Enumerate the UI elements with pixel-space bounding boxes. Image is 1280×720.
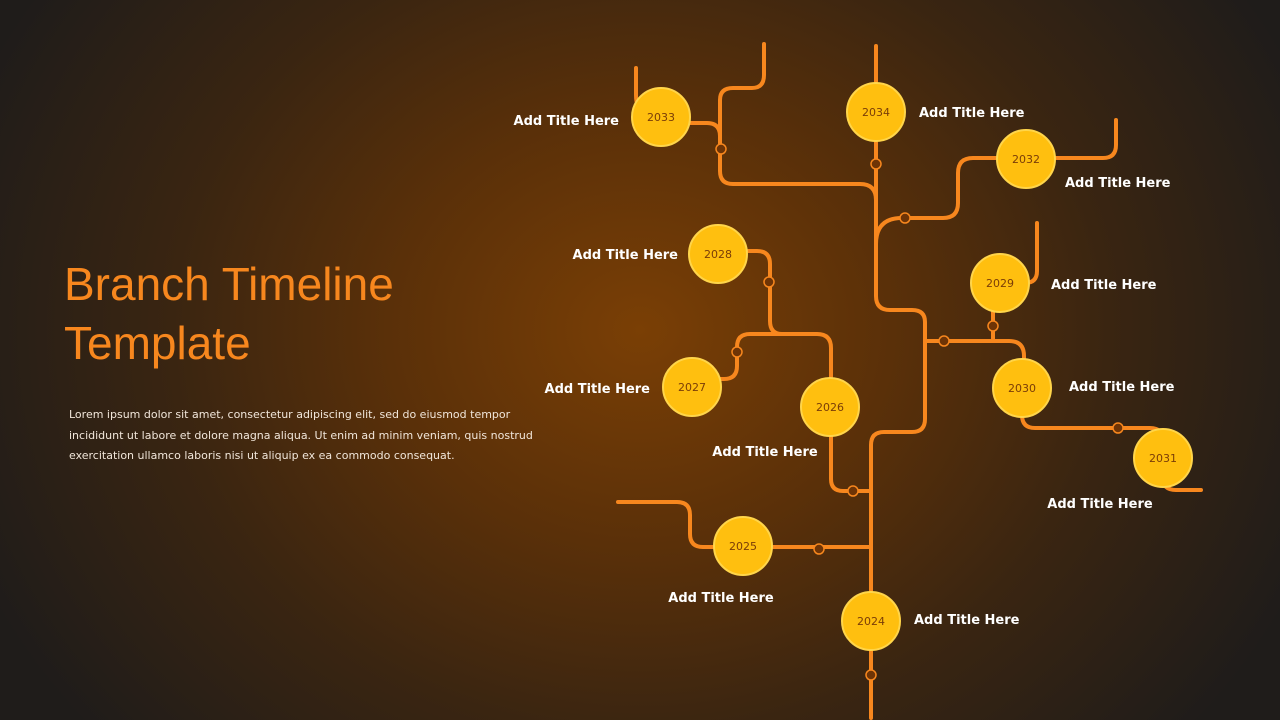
milestone-label: Add Title Here xyxy=(914,613,1020,628)
milestone-year: 2032 xyxy=(1012,153,1040,166)
milestone-label: Add Title Here xyxy=(1065,176,1171,191)
milestone-2030: 2030 Add Title Here xyxy=(992,358,1175,418)
milestone-year: 2025 xyxy=(729,540,757,553)
junction-dot xyxy=(813,543,825,555)
junction-dot xyxy=(987,320,999,332)
milestone-label: Add Title Here xyxy=(1051,278,1157,293)
slide-title: Branch Timeline Template xyxy=(64,258,394,369)
milestone-node xyxy=(631,87,691,147)
milestone-node xyxy=(713,516,773,576)
milestone-node xyxy=(841,591,901,651)
milestone-year: 2026 xyxy=(816,401,844,414)
milestone-label: Add Title Here xyxy=(1069,380,1175,395)
milestone-2027: 2027 Add Title Here xyxy=(545,357,722,417)
milestone-year: 2029 xyxy=(986,277,1014,290)
milestone-node xyxy=(970,253,1030,313)
milestone-node xyxy=(800,377,860,437)
milestone-year: 2024 xyxy=(857,615,885,628)
junction-dot xyxy=(715,143,727,155)
milestone-node xyxy=(846,82,906,142)
milestone-label: Add Title Here xyxy=(573,248,679,263)
milestone-2025: 2025 Add Title Here xyxy=(668,516,774,606)
milestone-year: 2030 xyxy=(1008,382,1036,395)
milestone-year: 2033 xyxy=(647,111,675,124)
milestone-label: Add Title Here xyxy=(514,114,620,129)
junction-dot xyxy=(1112,422,1124,434)
milestone-label: Add Title Here xyxy=(1047,497,1153,512)
milestone-year: 2031 xyxy=(1149,452,1177,465)
milestone-node xyxy=(992,358,1052,418)
milestone-node xyxy=(996,129,1056,189)
junction-dot xyxy=(870,158,882,170)
slide-description: Lorem ipsum dolor sit amet, consectetur … xyxy=(69,408,533,462)
junction-dot xyxy=(731,346,743,358)
milestone-label: Add Title Here xyxy=(919,106,1025,121)
milestone-year: 2027 xyxy=(678,381,706,394)
milestone-node xyxy=(662,357,722,417)
junction-dots xyxy=(715,143,1124,681)
milestone-label: Add Title Here xyxy=(712,445,818,460)
milestone-2031: 2031 Add Title Here xyxy=(1047,428,1193,512)
milestone-label: Add Title Here xyxy=(668,591,774,606)
junction-dot xyxy=(847,485,859,497)
milestone-2033: 2033 Add Title Here xyxy=(514,87,691,147)
milestone-year: 2034 xyxy=(862,106,890,119)
milestone-2028: 2028 Add Title Here xyxy=(573,224,748,284)
junction-dot xyxy=(763,276,775,288)
milestone-2024: 2024 Add Title Here xyxy=(841,591,1020,651)
junction-dot xyxy=(938,335,950,347)
milestone-2029: 2029 Add Title Here xyxy=(970,253,1157,313)
milestone-2032: 2032 Add Title Here xyxy=(996,129,1171,191)
milestone-year: 2028 xyxy=(704,248,732,261)
milestone-2034: 2034 Add Title Here xyxy=(846,82,1025,142)
junction-dot xyxy=(899,212,911,224)
milestone-label: Add Title Here xyxy=(545,382,651,397)
milestone-node xyxy=(1133,428,1193,488)
milestone-2026: 2026 Add Title Here xyxy=(712,377,860,460)
junction-dot xyxy=(865,669,877,681)
milestone-node xyxy=(688,224,748,284)
